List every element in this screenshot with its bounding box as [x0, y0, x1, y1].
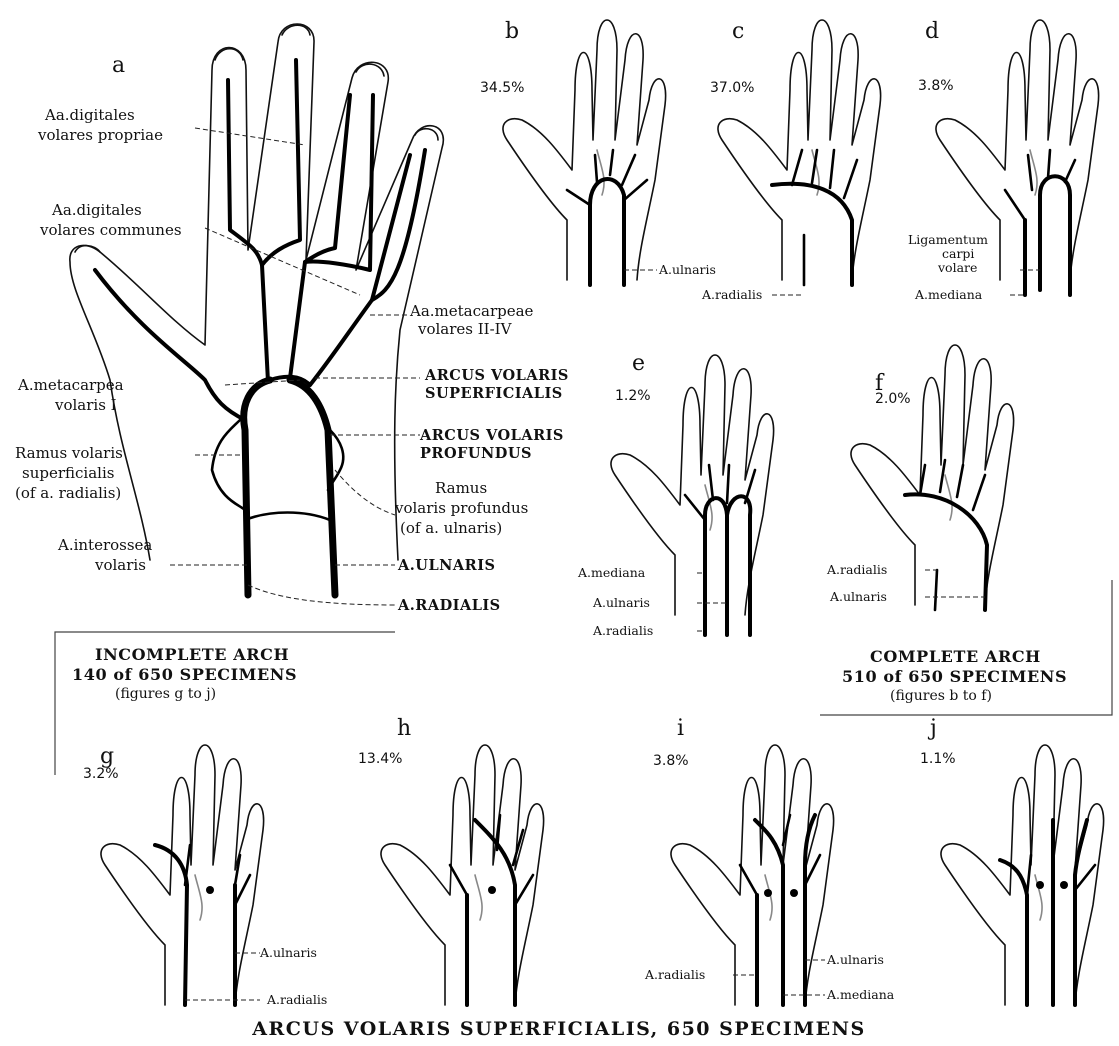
- panel-f-percent: 2.0%: [875, 391, 911, 407]
- panel-i-label-mediana: A.mediana: [826, 987, 895, 1002]
- panel-h-hand-outline: [381, 745, 544, 1005]
- label-arcus-prof-2: PROFUNDUS: [420, 445, 532, 462]
- panel-b-label-ulnaris: A.ulnaris: [658, 262, 716, 277]
- panel-d: d 3.8% Ligamentum carpi volare A.mediana: [908, 19, 1099, 302]
- panel-a-hand-outline: [70, 24, 444, 560]
- label-a-radialis: A.RADIALIS: [397, 597, 501, 614]
- panel-h: h 13.4%: [358, 716, 544, 1005]
- label-arcus-sup-2: SUPERFICIALIS: [425, 385, 563, 402]
- panel-j-dot-1: [1036, 881, 1044, 889]
- panel-b-hand-outline: [503, 20, 666, 280]
- panel-e-percent: 1.2%: [615, 388, 651, 404]
- panel-i-dot-1: [764, 889, 772, 897]
- label-metacarpea-2: volaris I: [54, 396, 117, 414]
- label-ramus-sup-3: (of a. radialis): [15, 484, 121, 502]
- panel-d-label-lig-2: carpi: [942, 246, 974, 261]
- panel-b-percent: 34.5%: [480, 80, 524, 96]
- panel-e-letter: e: [632, 351, 645, 376]
- label-digitales-propriae-2: volares propriae: [37, 126, 163, 144]
- panel-i-letter: i: [677, 716, 684, 741]
- panel-f-label-ulnaris: A.ulnaris: [829, 589, 887, 604]
- panel-g-hand-outline: [101, 745, 264, 1005]
- panel-g: g 3.2% A.ulnaris A.radialis: [83, 744, 327, 1007]
- panel-i-percent: 3.8%: [653, 753, 689, 769]
- complete-arch-note: (figures b to f): [890, 688, 992, 704]
- label-arcus-sup-1: ARCUS VOLARIS: [424, 367, 569, 384]
- panel-g-label-radialis: A.radialis: [266, 992, 327, 1007]
- nail-little: [415, 129, 438, 140]
- panel-c: c 37.0% A.radialis: [701, 19, 881, 302]
- label-ramus-prof-1: Ramus: [435, 479, 487, 497]
- panel-b-letter: b: [505, 19, 519, 44]
- label-interossea-1: A.interossea: [57, 536, 152, 554]
- label-ramus-sup-1: Ramus volaris: [15, 444, 123, 462]
- label-ramus-prof-2: volaris profundus: [394, 499, 528, 517]
- panel-c-percent: 37.0%: [710, 80, 754, 96]
- label-arcus-prof-1: ARCUS VOLARIS: [419, 427, 564, 444]
- complete-arch-heading: COMPLETE ARCH: [870, 647, 1041, 666]
- label-digitales-communes-1: Aa.digitales: [51, 201, 142, 219]
- label-a-ulnaris: A.ULNARIS: [397, 557, 495, 574]
- panel-a-letter: a: [112, 53, 125, 78]
- panel-j-dot-2: [1060, 881, 1068, 889]
- panel-h-letter: h: [397, 716, 411, 741]
- panel-d-letter: d: [925, 19, 939, 44]
- panel-i: i 3.8% A.radialis A.ulnaris A.mediana: [644, 716, 895, 1005]
- panel-d-label-lig-1: Ligamentum: [908, 232, 988, 247]
- panel-g-percent: 3.2%: [83, 766, 119, 782]
- panel-j: j 1.1%: [920, 716, 1104, 1005]
- label-ramus-sup-2: superficialis: [22, 464, 114, 482]
- panel-h-percent: 13.4%: [358, 751, 402, 767]
- panel-a: a: [15, 24, 569, 614]
- panel-d-percent: 3.8%: [918, 78, 954, 94]
- panel-f-label-radialis: A.radialis: [826, 562, 887, 577]
- label-metacarpeae-2: volares II-IV: [417, 320, 513, 338]
- panel-e-label-mediana: A.mediana: [577, 565, 646, 580]
- panel-i-label-ulnaris: A.ulnaris: [826, 952, 884, 967]
- complete-arch-count: 510 of 650 SPECIMENS: [842, 667, 1067, 686]
- figure-title: ARCUS VOLARIS SUPERFICIALIS, 650 SPECIME…: [251, 1018, 866, 1040]
- panel-j-percent: 1.1%: [920, 751, 956, 767]
- label-metacarpea-1: A.metacarpea: [17, 376, 124, 394]
- panel-b: b 34.5% A.ulnaris: [480, 19, 716, 285]
- panel-j-hand-outline: [941, 745, 1104, 1005]
- panel-d-label-mediana: A.mediana: [914, 287, 983, 302]
- incomplete-arch-count: 140 of 650 SPECIMENS: [72, 665, 297, 684]
- incomplete-arch-heading: INCOMPLETE ARCH: [95, 645, 289, 664]
- panel-d-label-lig-3: volare: [937, 260, 977, 275]
- panel-e: e 1.2% A.mediana A.ulnaris A.radialis: [577, 351, 774, 638]
- panel-c-label-radialis: A.radialis: [701, 287, 762, 302]
- panel-e-label-radialis: A.radialis: [592, 623, 653, 638]
- panel-f: f 2.0% A.radialis A.ulnaris: [826, 345, 1014, 610]
- panel-h-dot: [488, 886, 496, 894]
- panel-i-label-radialis: A.radialis: [644, 967, 705, 982]
- incomplete-arch-note: (figures g to j): [115, 686, 216, 702]
- label-digitales-communes-2: volares communes: [39, 221, 182, 239]
- panel-c-hand-outline: [718, 20, 881, 280]
- label-digitales-propriae-1: Aa.digitales: [44, 106, 135, 124]
- label-interossea-2: volaris: [94, 556, 146, 574]
- panel-c-letter: c: [732, 19, 744, 44]
- panel-j-letter: j: [927, 716, 937, 741]
- label-metacarpeae-1: Aa.metacarpeae: [409, 302, 534, 320]
- panel-g-label-ulnaris: A.ulnaris: [259, 945, 317, 960]
- panel-g-dot: [206, 886, 214, 894]
- label-ramus-prof-3: (of a. ulnaris): [400, 519, 502, 537]
- panel-i-dot-2: [790, 889, 798, 897]
- panel-e-label-ulnaris: A.ulnaris: [592, 595, 650, 610]
